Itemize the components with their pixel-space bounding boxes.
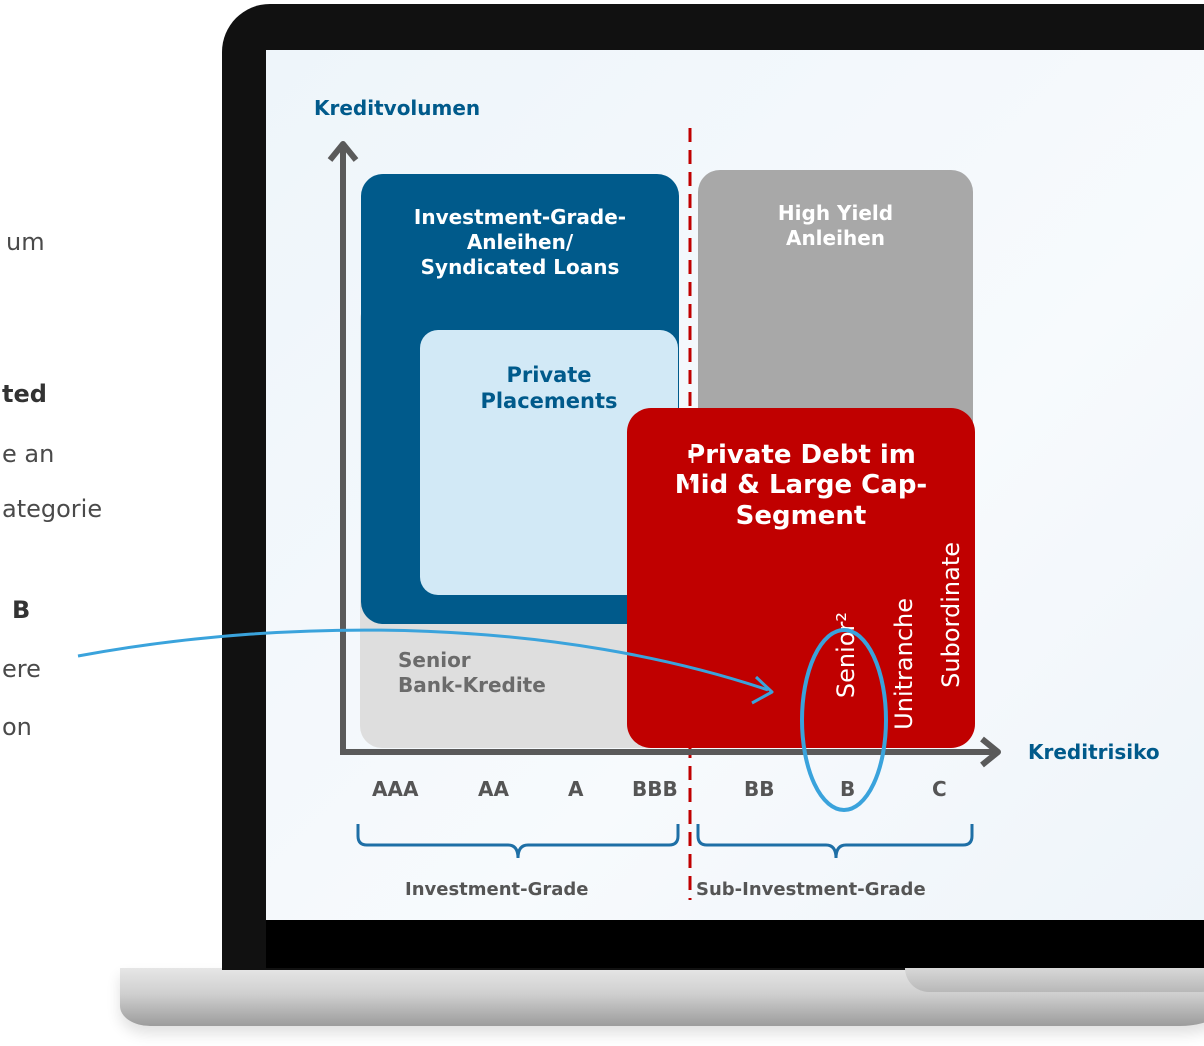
x-axis-arrowhead: [980, 736, 1001, 768]
private-debt-box: [627, 408, 975, 748]
ig-bonds-label: Investment-Grade- Anleihen/ Syndicated L…: [413, 205, 627, 279]
rating-label-c: C: [932, 777, 947, 801]
y-axis-label: Kreditvolumen: [314, 96, 481, 120]
investment-grade-label: Investment-Grade: [405, 879, 589, 900]
screen-bottom-strip: [266, 920, 1204, 968]
rating-label-aa: AA: [478, 777, 509, 801]
high-yield-label: High Yield Anleihen: [777, 201, 894, 250]
callout-arrow: [77, 628, 769, 692]
senior-bank-label: Senior Bank-Kredite: [398, 648, 546, 697]
rating-label-bb: BB: [744, 777, 775, 801]
rating-label-aaa: AAA: [372, 777, 419, 801]
private-placements-label: Private Placements: [480, 363, 618, 414]
investment-grade-brace: [356, 824, 680, 859]
laptop-notch: [905, 968, 1204, 992]
private-debt-label: Private Debt im Mid & Large Cap- Segment: [674, 440, 928, 531]
side-text-line-2: ted: [2, 380, 47, 408]
rating-label-bbb: BBB: [632, 777, 678, 801]
senior-highlight-ellipse: [800, 628, 888, 812]
side-text-line-6: ere: [2, 655, 41, 683]
sub-investment-grade-brace: [696, 824, 974, 859]
callout-arrowhead: [751, 675, 774, 705]
rating-label-b: B: [840, 777, 856, 801]
rating-label-a: A: [568, 777, 584, 801]
side-text-panel: um ted e an ategorie B ere on: [0, 0, 220, 1046]
sub-investment-grade-label: Sub-Investment-Grade: [696, 879, 926, 900]
side-text-line-4: ategorie: [2, 495, 103, 523]
side-text-line-1: um: [6, 228, 45, 256]
x-axis-label: Kreditrisiko: [1028, 740, 1160, 764]
side-text-line-7: on: [2, 713, 32, 741]
side-text-line-3: e an: [2, 440, 55, 468]
side-text-line-5: B: [12, 596, 31, 624]
y-axis-arrowhead: [327, 141, 359, 162]
